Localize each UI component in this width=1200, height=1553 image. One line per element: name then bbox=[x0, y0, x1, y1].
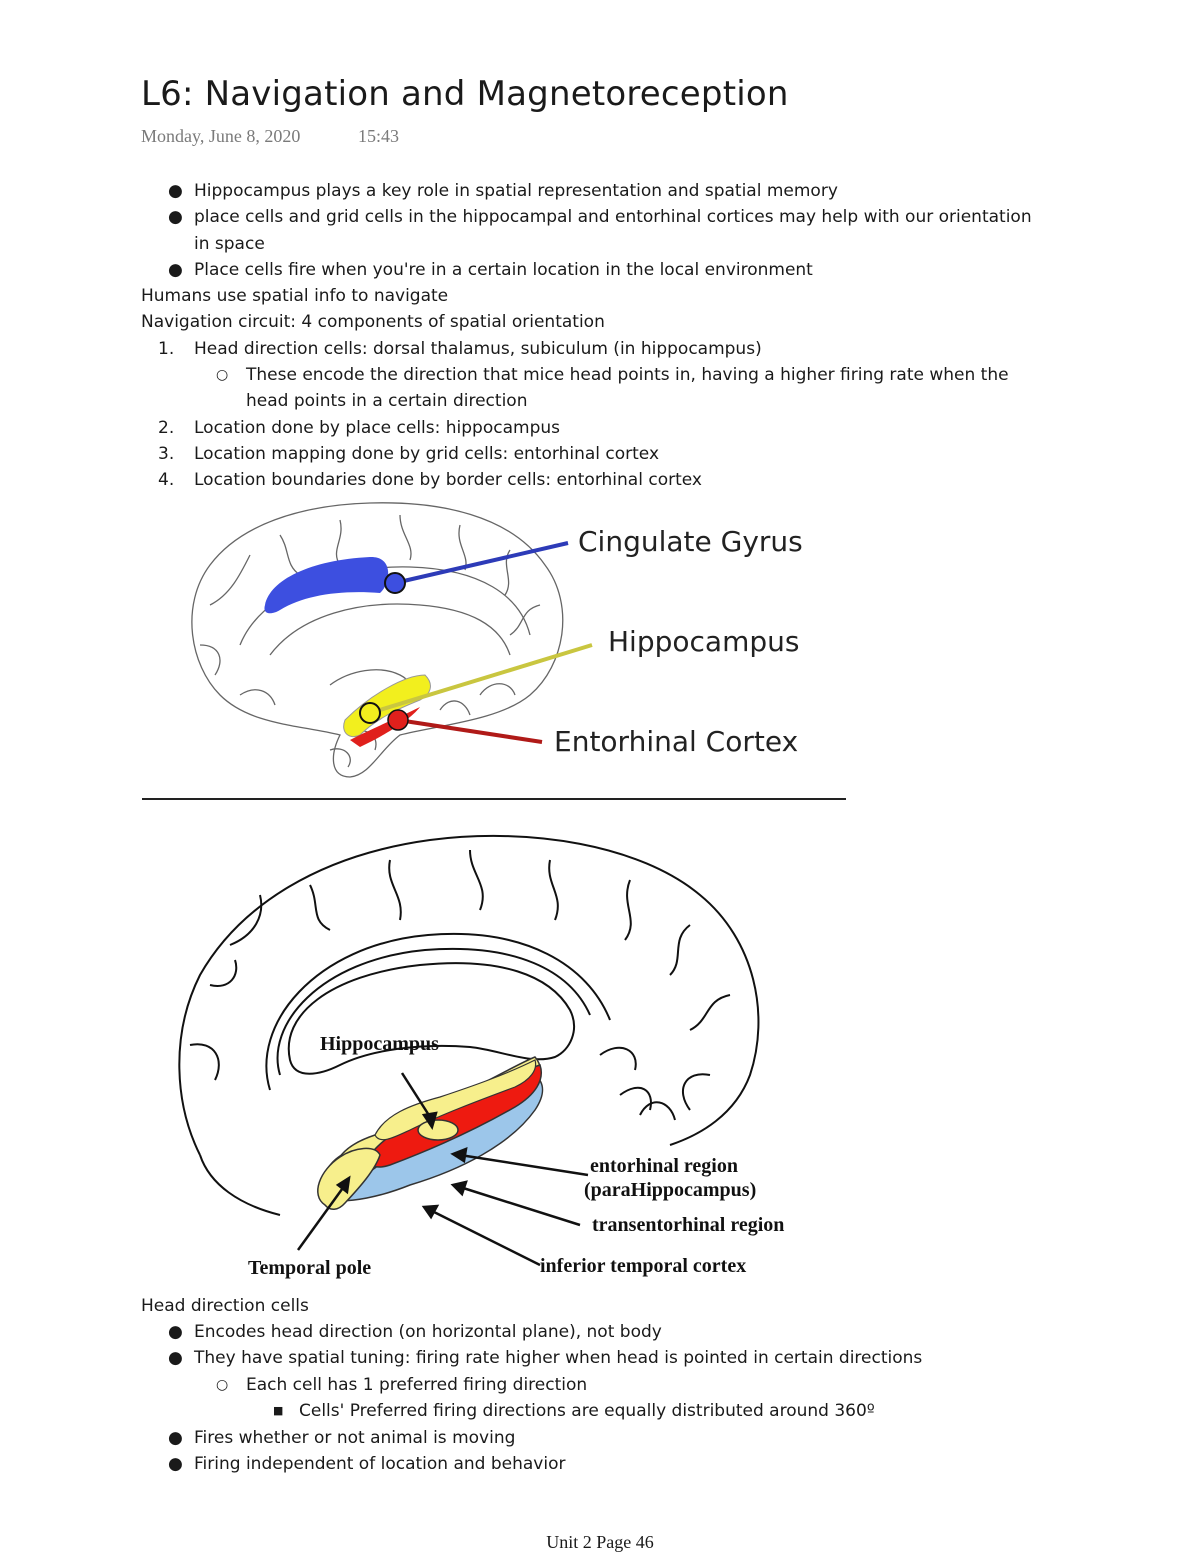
label-hippocampus: Hippocampus bbox=[608, 625, 799, 658]
cingulate-marker bbox=[384, 572, 406, 594]
entorhinal-pointer bbox=[397, 718, 543, 744]
note-paragraph: Navigation circuit: 4 components of spat… bbox=[141, 312, 605, 332]
note-line: Place cells fire when you're in a certai… bbox=[194, 260, 813, 280]
page-date: Monday, June 8, 2020 bbox=[141, 126, 301, 146]
bullet-dot: ● bbox=[168, 207, 183, 227]
page-footer: Unit 2 Page 46 bbox=[546, 1532, 654, 1552]
list-number: 1. bbox=[158, 339, 175, 359]
label-parahippocampus: (paraHippocampus) bbox=[584, 1179, 756, 1201]
list-subitem: head points in a certain direction bbox=[246, 391, 528, 411]
hippocampus-marker bbox=[359, 702, 381, 724]
list-item: Location done by place cells: hippocampu… bbox=[194, 418, 560, 438]
bullet-dot: ● bbox=[168, 1348, 183, 1368]
list-item: Location mapping done by grid cells: ent… bbox=[194, 444, 660, 464]
label-cingulate-gyrus: Cingulate Gyrus bbox=[578, 525, 803, 558]
note-line: Fires whether or not animal is moving bbox=[194, 1428, 516, 1448]
note-line: Hippocampus plays a key role in spatial … bbox=[194, 181, 838, 201]
hippocampus-pointer bbox=[369, 643, 593, 715]
label-temporal-pole: Temporal pole bbox=[248, 1257, 371, 1279]
bullet-dot: ● bbox=[168, 1454, 183, 1474]
bullet-dot: ● bbox=[168, 1428, 183, 1448]
bullet-dot: ● bbox=[168, 181, 183, 201]
note-subline: Each cell has 1 preferred firing directi… bbox=[246, 1375, 588, 1395]
entorhinal-marker bbox=[387, 709, 409, 731]
label-transentorhinal-region: transentorhinal region bbox=[592, 1214, 784, 1236]
label-entorhinal-cortex: Entorhinal Cortex bbox=[554, 725, 798, 758]
hippocampus-region bbox=[374, 1059, 537, 1141]
label-hippocampus: Hippocampus bbox=[320, 1033, 439, 1055]
bullet-dot: ● bbox=[168, 1322, 183, 1342]
note-paragraph: Humans use spatial info to navigate bbox=[141, 286, 449, 306]
list-subitem: These encode the direction that mice hea… bbox=[246, 365, 1009, 385]
label-entorhinal-region: entorhinal region bbox=[590, 1155, 738, 1177]
bullet-dot: ● bbox=[168, 260, 183, 280]
sub-bullet-circle: ○ bbox=[216, 367, 229, 383]
cingulate-region bbox=[264, 556, 389, 614]
page-title: L6: Navigation and Magnetoreception bbox=[141, 74, 789, 114]
list-number: 2. bbox=[158, 418, 175, 438]
list-number: 4. bbox=[158, 470, 175, 490]
note-line: Firing independent of location and behav… bbox=[194, 1454, 566, 1474]
list-number: 3. bbox=[158, 444, 175, 464]
page-time: 15:43 bbox=[358, 126, 400, 146]
note-line: Encodes head direction (on horizontal pl… bbox=[194, 1322, 662, 1342]
note-line: in space bbox=[194, 234, 265, 254]
cingulate-pointer bbox=[394, 541, 569, 585]
list-item: Head direction cells: dorsal thalamus, s… bbox=[194, 339, 762, 359]
sub-bullet-circle: ○ bbox=[216, 1377, 229, 1393]
list-item: Location boundaries done by border cells… bbox=[194, 470, 702, 490]
section-heading: Head direction cells bbox=[141, 1296, 309, 1316]
note-line: They have spatial tuning: firing rate hi… bbox=[194, 1348, 923, 1368]
horizontal-divider bbox=[142, 798, 846, 800]
sub-bullet-square: ■ bbox=[273, 1404, 284, 1417]
label-inferior-temporal-cortex: inferior temporal cortex bbox=[540, 1255, 746, 1277]
brain-diagram-1: Cingulate Gyrus Hippocampus Entorhinal C… bbox=[191, 502, 803, 778]
brain-diagram-2: Hippocampus entorhinal region (paraHippo… bbox=[178, 834, 784, 1279]
note-subsubline: Cells' Preferred firing directions are e… bbox=[299, 1401, 875, 1421]
note-line: place cells and grid cells in the hippoc… bbox=[194, 207, 1032, 227]
